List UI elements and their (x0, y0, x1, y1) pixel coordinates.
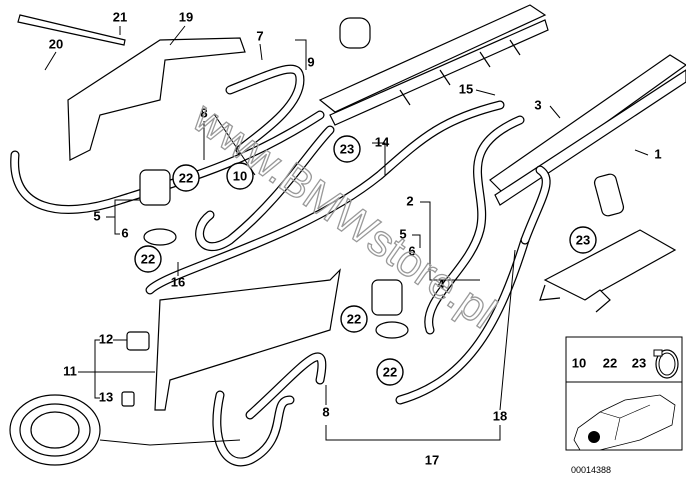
clip-12 (126, 331, 150, 351)
car-location-icon (573, 394, 676, 451)
callout-11: 11 (63, 363, 77, 378)
callout-3: 3 (534, 97, 541, 112)
callout-18: 18 (493, 408, 507, 423)
callout-9: 9 (307, 54, 314, 69)
valve-5-right (371, 279, 409, 339)
svg-text:23: 23 (576, 232, 590, 247)
valve-5-left (139, 169, 177, 246)
callout-8: 8 (322, 404, 329, 419)
circled-callout-22: 22 (340, 305, 368, 333)
callout-12: 12 (99, 331, 113, 346)
callout-14: 14 (375, 134, 390, 149)
circled-callout-23: 23 (333, 135, 361, 163)
strap-21 (17, 14, 126, 46)
callout-19: 19 (179, 9, 193, 24)
callout-5: 5 (399, 226, 406, 241)
inset-box: 10 22 23 (565, 336, 683, 451)
circled-callout-22: 22 (376, 358, 404, 386)
svg-text:23: 23 (340, 141, 354, 156)
callout-13: 13 (99, 389, 113, 404)
hoses (10, 64, 551, 467)
clip-13 (121, 391, 135, 407)
inset-part-10: 10 (572, 355, 586, 370)
callout-16: 16 (171, 274, 185, 289)
hose-guide-bellows (9, 394, 101, 466)
callout-6: 6 (121, 225, 128, 240)
callout-2: 2 (406, 193, 413, 208)
svg-text:22: 22 (141, 251, 155, 266)
circled-callout-10: 10 (226, 162, 254, 190)
circled-callout-23: 23 (569, 226, 597, 254)
svg-text:22: 22 (347, 311, 361, 326)
bracket-11 (154, 268, 341, 411)
circled-callout-22: 22 (134, 245, 162, 273)
inset-part-23: 23 (632, 355, 646, 370)
inset-part-22: 22 (603, 355, 617, 370)
svg-text:22: 22 (383, 364, 397, 379)
callout-6: 6 (408, 243, 415, 258)
leader-lines (44, 25, 649, 446)
callout-5: 5 (93, 208, 100, 223)
callout-4: 4 (437, 276, 445, 291)
callout-7: 7 (256, 28, 263, 43)
callout-labels: 21 19 20 7 9 8 15 3 1 14 2 5 6 5 6 4 16 … (49, 9, 662, 467)
bracket-19 (67, 37, 246, 161)
callout-1: 1 (654, 146, 661, 161)
callout-17: 17 (425, 452, 439, 467)
fuel-rail-lower (489, 54, 686, 313)
hose-clamp-icon (653, 349, 679, 379)
callout-21: 21 (113, 9, 127, 24)
fuel-rail-upper (318, 4, 549, 126)
callout-15: 15 (459, 81, 473, 96)
circled-callouts: 22 10 23 22 23 22 22 (134, 135, 597, 386)
callout-8: 8 (200, 105, 207, 120)
circled-callout-22: 22 (172, 164, 200, 192)
callout-20: 20 (49, 36, 63, 51)
diagram-code: 00014388 (571, 465, 611, 475)
svg-text:10: 10 (233, 168, 247, 183)
svg-text:22: 22 (179, 170, 193, 185)
